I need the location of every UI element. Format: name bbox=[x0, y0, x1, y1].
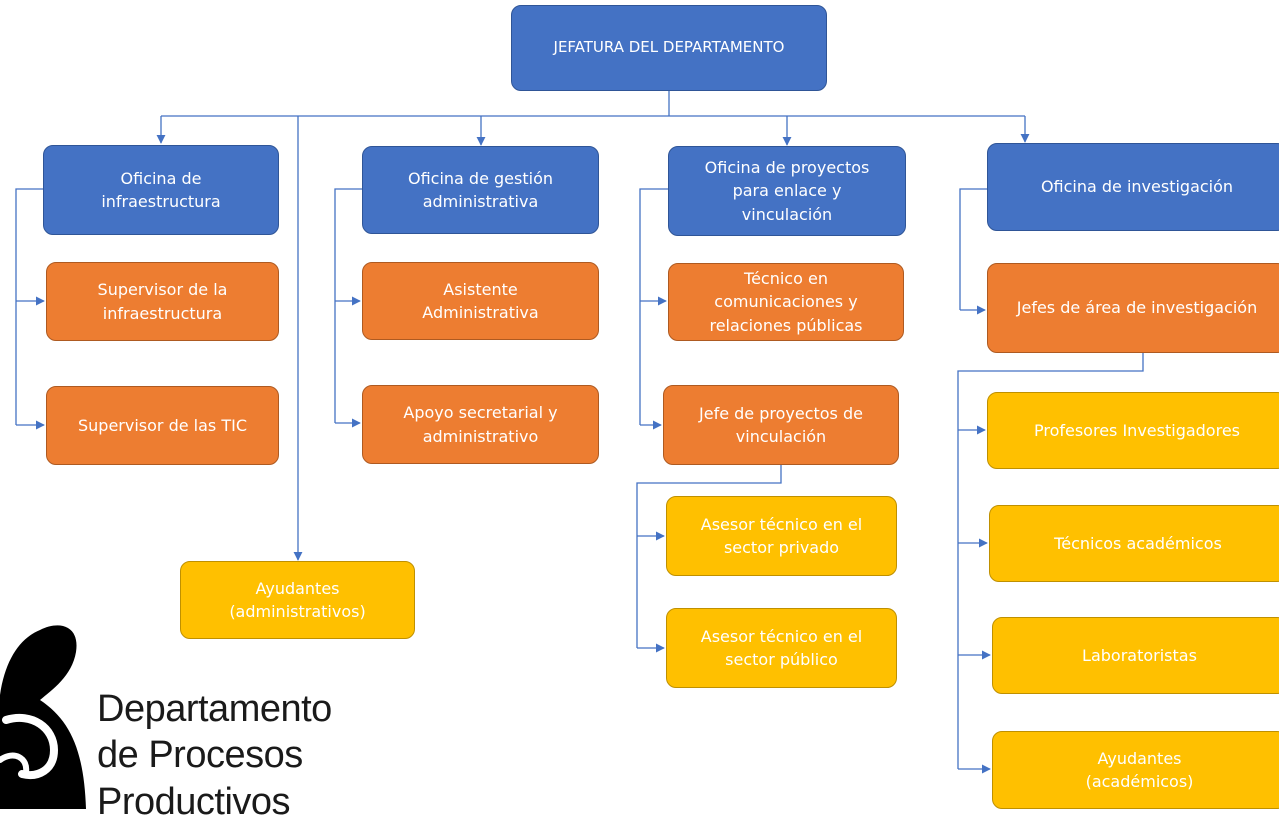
tecnico-comunicaciones-label: Técnico en comunicaciones y relaciones p… bbox=[709, 269, 863, 335]
jefes-area-label: Jefes de área de investigación bbox=[1016, 298, 1258, 318]
jefes-area-node: Jefes de área de investigación bbox=[987, 263, 1279, 353]
office-investigacion-label: Oficina de investigación bbox=[1040, 177, 1234, 197]
ayudantes-administrativos-node: Ayudantes (administrativos) bbox=[180, 561, 415, 639]
apoyo-secretarial-label: Apoyo secretarial y administrativo bbox=[403, 403, 558, 446]
supervisor-infraestructura-node: Supervisor de la infraestructura bbox=[46, 262, 279, 341]
supervisor-infraestructura-label: Supervisor de la infraestructura bbox=[97, 280, 228, 323]
asesor-publico-label: Asesor técnico en el sector público bbox=[700, 626, 863, 669]
office-infraestructura-label: Oficina de infraestructura bbox=[101, 168, 221, 211]
logo-text: Departamento de Procesos Productivos bbox=[97, 688, 332, 823]
jefe-proyectos-node: Jefe de proyectos de vinculación bbox=[663, 385, 899, 465]
asistente-administrativa-label: Asistente Administrativa bbox=[422, 279, 539, 322]
tecnico-comunicaciones-node: Técnico en comunicaciones y relaciones p… bbox=[668, 263, 904, 341]
ayudantes-academicos-label: Ayudantes (académicos) bbox=[1085, 748, 1194, 791]
tecnicos-academicos-label: Técnicos académicos bbox=[1054, 533, 1222, 553]
profesores-investigadores-node: Profesores Investigadores bbox=[987, 392, 1279, 469]
ayudantes-academicos-node: Ayudantes (académicos) bbox=[992, 731, 1279, 809]
office-investigacion-node: Oficina de investigación bbox=[987, 143, 1279, 231]
root-label: JEFATURA DEL DEPARTAMENTO bbox=[553, 38, 785, 57]
asesor-privado-label: Asesor técnico en el sector privado bbox=[700, 514, 863, 557]
laboratoristas-label: Laboratoristas bbox=[1082, 645, 1197, 665]
jefe-proyectos-label: Jefe de proyectos de vinculación bbox=[699, 403, 863, 446]
apoyo-secretarial-node: Apoyo secretarial y administrativo bbox=[362, 385, 599, 464]
office-infraestructura-node: Oficina de infraestructura bbox=[43, 145, 279, 235]
root-node: JEFATURA DEL DEPARTAMENTO bbox=[511, 5, 827, 91]
office-gestion-node: Oficina de gestión administrativa bbox=[362, 146, 599, 234]
office-gestion-label: Oficina de gestión administrativa bbox=[407, 168, 553, 211]
ayudantes-administrativos-label: Ayudantes (administrativos) bbox=[229, 578, 366, 621]
department-logo-icon bbox=[0, 625, 86, 809]
office-proyectos-node: Oficina de proyectos para enlace y vincu… bbox=[668, 146, 906, 236]
supervisor-tic-label: Supervisor de las TIC bbox=[78, 415, 247, 435]
office-proyectos-label: Oficina de proyectos para enlace y vincu… bbox=[704, 158, 870, 224]
supervisor-tic-node: Supervisor de las TIC bbox=[46, 386, 279, 465]
asesor-publico-node: Asesor técnico en el sector público bbox=[666, 608, 897, 688]
asistente-administrativa-node: Asistente Administrativa bbox=[362, 262, 599, 340]
profesores-investigadores-label: Profesores Investigadores bbox=[1033, 420, 1240, 440]
tecnicos-academicos-node: Técnicos académicos bbox=[989, 505, 1279, 582]
laboratoristas-node: Laboratoristas bbox=[992, 617, 1279, 694]
asesor-privado-node: Asesor técnico en el sector privado bbox=[666, 496, 897, 576]
